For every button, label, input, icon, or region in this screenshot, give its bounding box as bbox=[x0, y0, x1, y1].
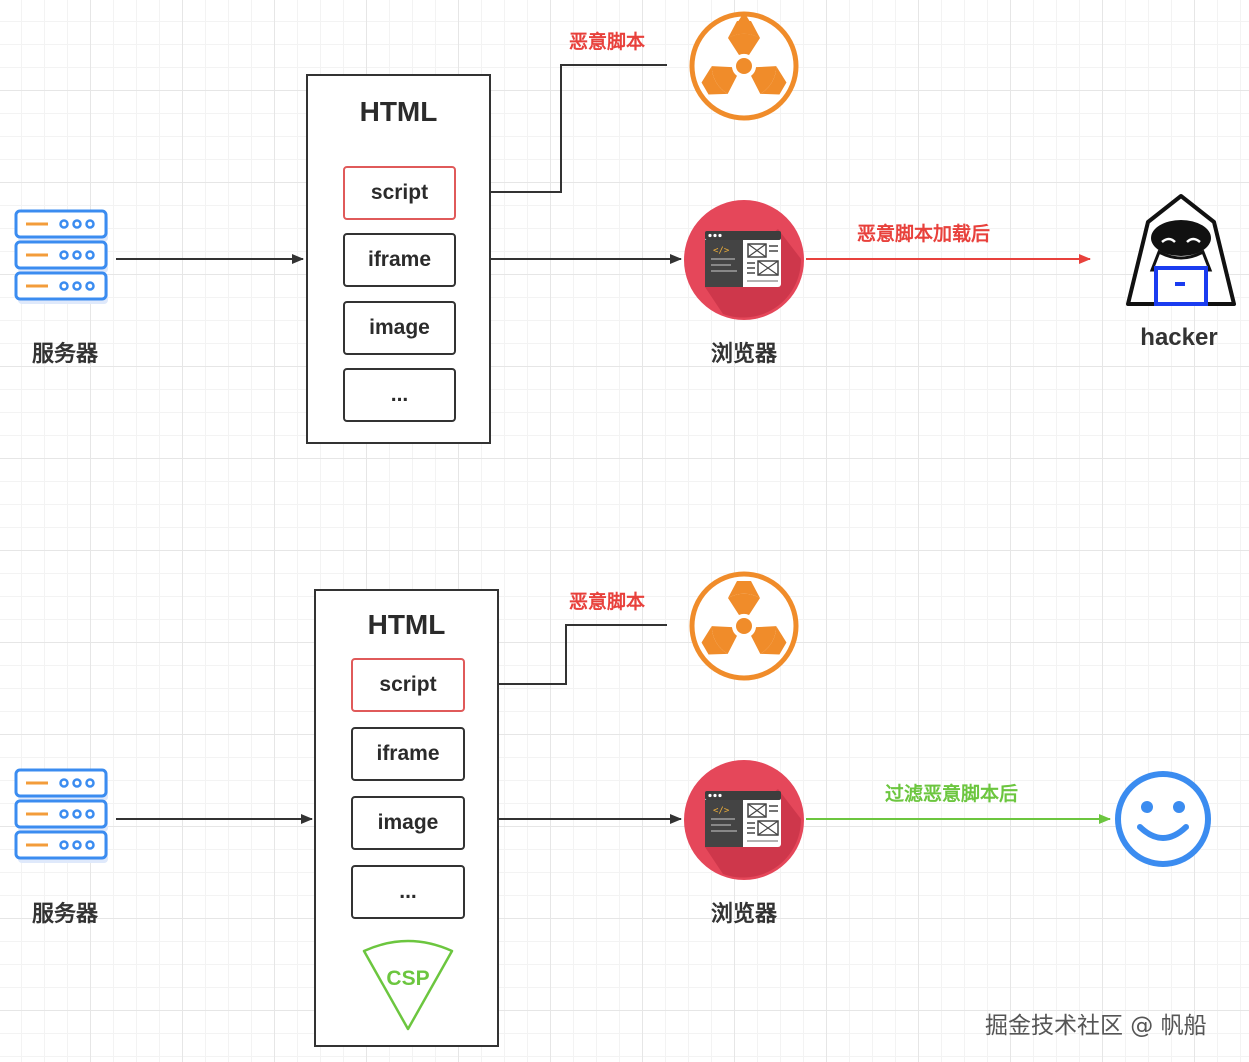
image-item: image bbox=[343, 301, 456, 355]
hacker-label: hacker bbox=[1140, 324, 1218, 351]
after-filter-label: 过滤恶意脚本后 bbox=[885, 783, 1019, 805]
server-label: 服务器 bbox=[31, 342, 98, 367]
iframe-item: iframe bbox=[343, 233, 456, 287]
server-stack-icon bbox=[14, 209, 108, 304]
csp-shield-icon bbox=[362, 939, 454, 1031]
iframe-item: iframe bbox=[351, 727, 465, 781]
svg-text:</>: </> bbox=[713, 806, 730, 816]
svg-text:</>: </> bbox=[713, 246, 730, 256]
script-item: script bbox=[343, 166, 456, 220]
radiation-icon bbox=[689, 11, 799, 121]
html-container: HTML script iframe image ... bbox=[306, 74, 491, 444]
browser-window-icon: </> bbox=[684, 760, 804, 880]
server-label: 服务器 bbox=[31, 902, 98, 927]
after-load-label: 恶意脚本加载后 bbox=[857, 223, 991, 245]
arrow-malicious-to-script-bottom bbox=[464, 624, 667, 689]
arrow-malicious-to-script-top bbox=[455, 64, 667, 197]
script-item: script bbox=[351, 658, 465, 712]
csp-label: CSP bbox=[386, 967, 430, 990]
browser-label: 浏览器 bbox=[710, 342, 777, 367]
hacker-icon bbox=[1126, 194, 1236, 306]
html-title: HTML bbox=[367, 609, 446, 640]
browser-label: 浏览器 bbox=[710, 902, 777, 927]
smiley-face-icon bbox=[1115, 771, 1211, 867]
html-title: HTML bbox=[359, 96, 438, 127]
ellipsis-item: ... bbox=[343, 368, 456, 422]
html-container: HTML script iframe image ... CSP bbox=[314, 589, 499, 1047]
browser-window-icon: </> bbox=[684, 200, 804, 320]
ellipsis-item: ... bbox=[351, 865, 465, 919]
watermark: 掘金技术社区 @ 帆船 bbox=[985, 1013, 1207, 1039]
server-stack-icon bbox=[14, 768, 108, 863]
malicious-script-label: 恶意脚本 bbox=[569, 31, 646, 53]
radiation-icon bbox=[689, 571, 799, 681]
malicious-script-label: 恶意脚本 bbox=[569, 591, 646, 613]
image-item: image bbox=[351, 796, 465, 850]
